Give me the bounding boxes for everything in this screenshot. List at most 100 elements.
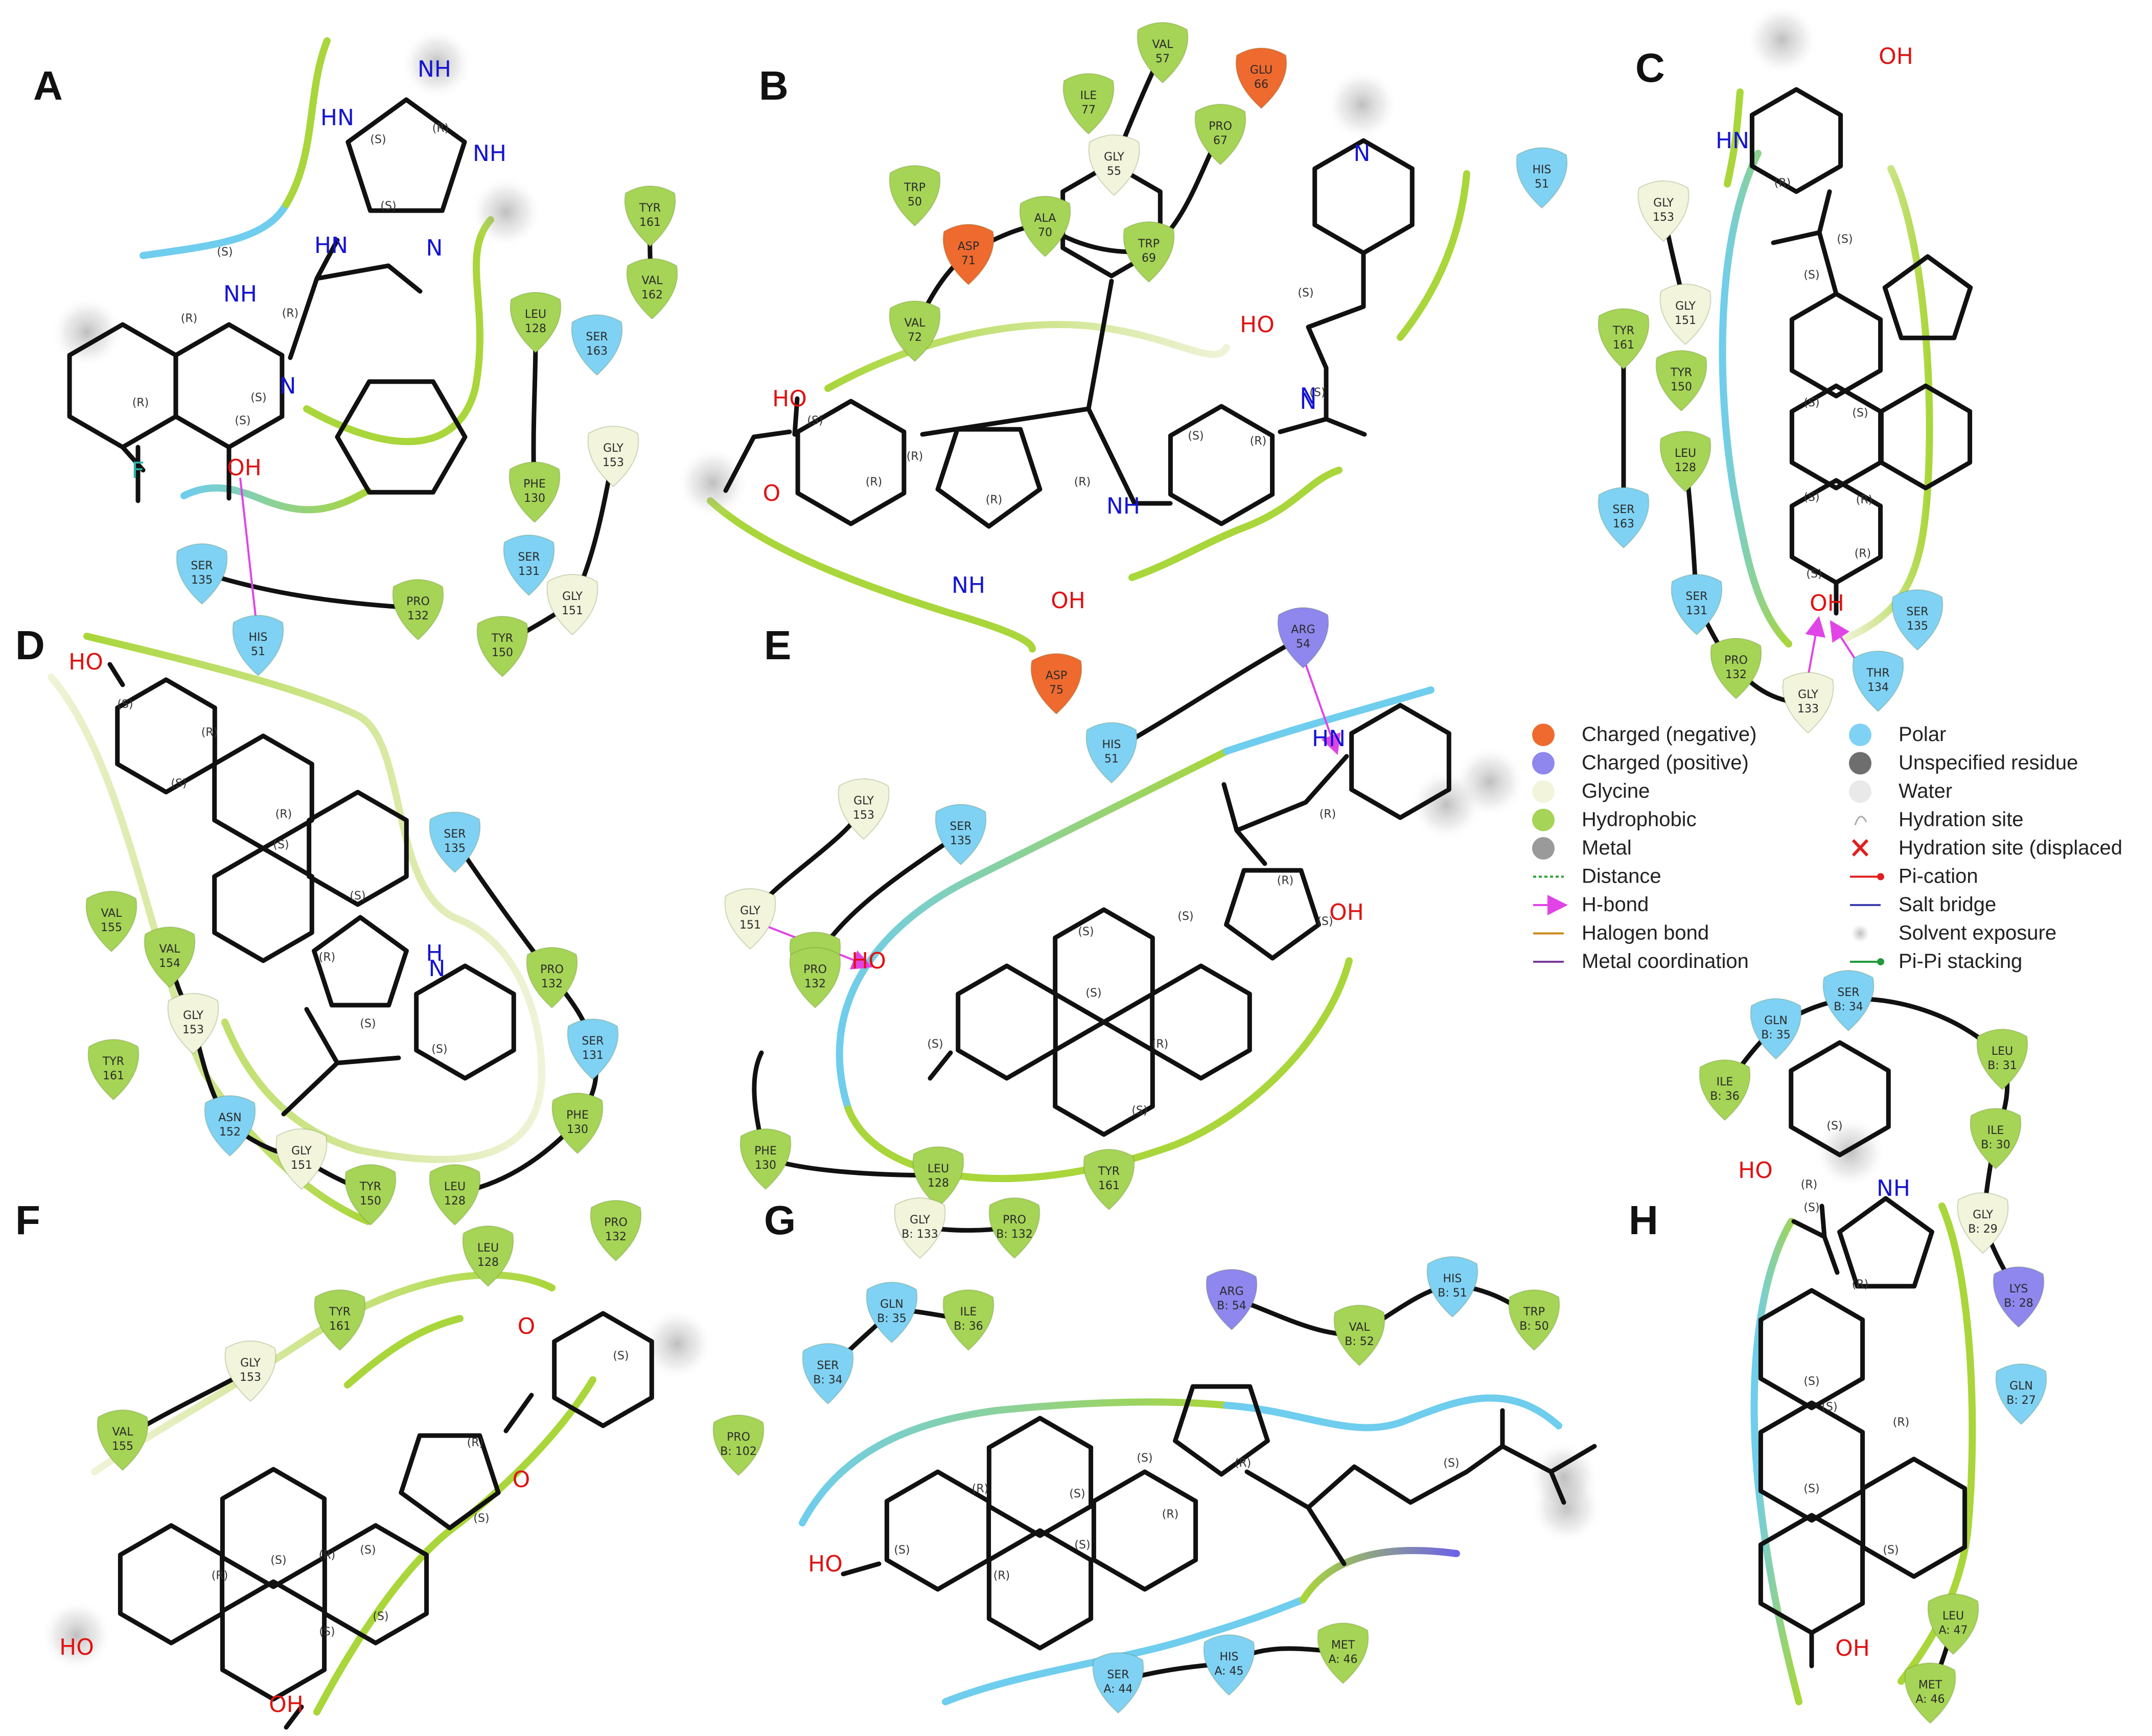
solvent-halo-11 (1814, 1117, 1886, 1188)
stereo-label-B-7: (S) (1309, 386, 1325, 399)
atom-label-H-0: HO (1738, 1158, 1773, 1184)
legend-swatch-positive (1532, 752, 1555, 775)
residue-number: 161 (1613, 339, 1634, 352)
legend-label-halogen: Halogen bond (1582, 922, 1709, 944)
panel-letter-A: A (33, 63, 63, 108)
atom-label-E-0: HN (1312, 726, 1346, 752)
residue-shape (624, 186, 676, 247)
stereo-label-E-0: (S) (927, 1038, 943, 1051)
residue-name: VAL (1152, 38, 1174, 51)
residue-shape (1088, 134, 1140, 196)
residue-name: ARG (1291, 623, 1315, 636)
panel-letter-B: B (759, 63, 789, 108)
legend-label-hbond: H-bond (1582, 893, 1649, 916)
residue-name: TRP (1138, 238, 1160, 250)
atom-label-C-0: OH (1879, 43, 1913, 70)
residue-name: PRO (803, 963, 827, 976)
legend-swatch-displaced (1852, 839, 1869, 857)
panel-letter-F: F (15, 1197, 40, 1243)
residue-name: GLY (603, 442, 623, 455)
legend-swatch-polar (1849, 724, 1871, 746)
binding-pocket-outlines (48, 37, 1976, 1716)
stereo-label-A-1: (S) (370, 133, 386, 146)
residue-name: PHE (523, 478, 546, 491)
stereo-label-D-5: (S) (350, 890, 365, 902)
legend-swatch-hydration (1854, 816, 1867, 825)
residue-number: 69 (1142, 252, 1156, 265)
residue-shape (1277, 607, 1329, 669)
residue-number: B: 54 (1217, 1300, 1246, 1312)
legend-swatch-glycine (1532, 780, 1555, 803)
residue-number: 131 (582, 1049, 604, 1062)
residue-number: A: 46 (1915, 1693, 1945, 1706)
stereo-label-H-8: (S) (1883, 1544, 1899, 1557)
legend-item-hbond: H-bond (1533, 893, 1649, 916)
stereo-label-H-4: (S) (1803, 1375, 1819, 1388)
stereo-label-B-5: (S) (1188, 430, 1204, 443)
residue-number: 133 (1797, 703, 1819, 715)
legend-label-hydration: Hydration site (1899, 808, 2024, 831)
atom-label-A-3: N (426, 235, 443, 261)
residue-shape (1333, 1305, 1385, 1367)
residue-name: VAL (905, 317, 926, 330)
residue-number: 54 (1296, 638, 1310, 651)
residue-name: ILE (1987, 1124, 2004, 1137)
residue-name: HIS (1102, 738, 1121, 751)
residue-name: VAL (1349, 1321, 1371, 1334)
legend-item-metalcoord: Metal coordination (1533, 950, 1749, 973)
residue-shape (838, 778, 890, 840)
residue-number: 66 (1254, 78, 1268, 91)
pocket-outline-12 (83, 633, 546, 1163)
stereo-label-H-1: (R) (1801, 1178, 1817, 1191)
residue-name: SER (586, 331, 608, 343)
residue-name: LEU (444, 1181, 466, 1193)
residue-G-arg-6: ARG B: 54 (1206, 1269, 1258, 1331)
legend-label-pication: Pi-cation (1899, 865, 1978, 888)
stereo-label-H-7: (R) (1893, 1416, 1909, 1429)
residue-number: 161 (1098, 1179, 1120, 1192)
residue-number: 51 (1535, 178, 1549, 191)
residue-shape (1957, 1192, 2009, 1254)
residue-shape (85, 891, 137, 953)
pocket-outline-4 (824, 321, 1230, 392)
residue-name: ARG (1219, 1285, 1243, 1298)
solvent-halo-0 (401, 28, 473, 100)
panel-letter-D: D (15, 622, 45, 668)
residue-number: 77 (1081, 104, 1096, 117)
residue-number: 132 (605, 1231, 627, 1243)
residue-number: B: 133 (901, 1228, 938, 1241)
residue-shape (1083, 1149, 1135, 1211)
atom-label-B-5: NH (952, 572, 985, 598)
residue-shape (1904, 1662, 1956, 1724)
residue-shape (1206, 1269, 1258, 1331)
legend-swatch-unspecified (1849, 752, 1871, 775)
legend-label-polar: Polar (1899, 723, 1946, 746)
atom-labels: NHHNNHNHNNHNOHF(R)(S)(S)(S)(R)(R)(S)(S)(… (59, 43, 1913, 1718)
residue-number: B: 28 (2004, 1297, 2033, 1310)
pocket-outline-24 (1898, 1202, 1976, 1685)
residue-number: 151 (291, 1159, 312, 1172)
pocket-outline-20 (1223, 1394, 1562, 1431)
atom-label-A-7: OH (227, 455, 262, 481)
residue-shape (571, 314, 623, 376)
residue-name: GLN (880, 1298, 904, 1311)
residue-shape (912, 1146, 964, 1208)
stereo-label-F-2: (R) (319, 1549, 335, 1562)
stereo-label-F-0: (R) (212, 1569, 228, 1582)
residue-number: B: 36 (1710, 1090, 1740, 1103)
